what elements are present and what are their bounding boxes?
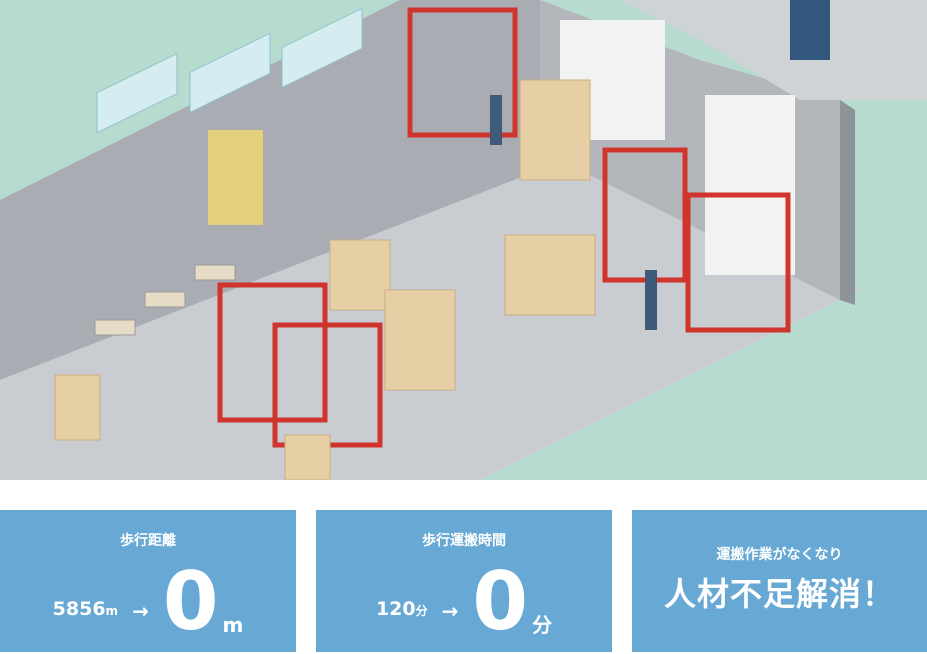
outer-wall-edge [840, 100, 855, 305]
boxes [54, 79, 596, 480]
card-title: 歩行運搬時間 [422, 533, 506, 549]
after-value: 0 [162, 555, 219, 648]
agv-robots [94, 264, 236, 336]
before-value: 5856 [52, 598, 106, 620]
before-value: 120 [375, 598, 416, 620]
before-unit: 分 [415, 604, 428, 618]
workers [490, 95, 657, 330]
walking-distance-card: 歩行距離 5856m → 0 m [0, 510, 296, 652]
shutter-door-2 [705, 95, 795, 275]
after-unit: m [222, 613, 244, 637]
truck-icon [790, 0, 830, 60]
arrow-icon: → [132, 599, 149, 623]
back-wall [0, 0, 540, 380]
walking-transport-time-card: 歩行運搬時間 120分 → 0 分 [316, 510, 612, 652]
before-unit: m [105, 604, 119, 618]
card-title: 運搬作業がなくなり [716, 547, 843, 563]
elevator [208, 130, 263, 225]
card-title: 歩行距離 [120, 533, 176, 549]
road [620, 0, 927, 100]
windows [96, 7, 363, 134]
card-headline: 人材不足解消！ [663, 575, 895, 613]
arrow-icon: → [441, 599, 459, 623]
warehouse-illustration [0, 0, 927, 480]
after-value: 0 [472, 555, 529, 648]
labor-shortage-card: 運搬作業がなくなり 人材不足解消！ [632, 510, 927, 652]
after-unit: 分 [532, 613, 553, 637]
